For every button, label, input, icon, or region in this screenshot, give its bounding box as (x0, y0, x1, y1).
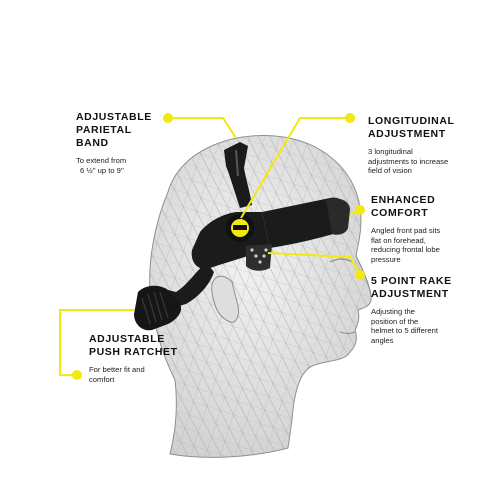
nose-line (355, 255, 372, 301)
desc-line: position of the (371, 316, 419, 326)
ear (211, 275, 239, 323)
callout-rake-title: 5 POINT RAKE ADJUSTMENT (371, 275, 452, 301)
leader-dots (72, 113, 365, 380)
desc-line: Adjusting the (371, 307, 415, 316)
rake-bracket (246, 244, 272, 271)
push-ratchet (134, 285, 182, 331)
callout-parietal-title: ADJUSTABLE PARIETAL BAND (76, 111, 152, 150)
leader-dot-comfort (355, 205, 365, 215)
title-line: ADJUSTMENT (368, 128, 446, 140)
title-line: ENHANCED (371, 194, 436, 206)
rake-point (262, 254, 266, 258)
rake-point (264, 248, 268, 252)
leader-dot-parietal (163, 113, 173, 123)
desc-line: helmet to 5 different (371, 326, 438, 336)
logo-stripe (233, 225, 247, 230)
callout-longitudinal-adjustment: LONGITUDINAL ADJUSTMENT 3 longitudinal a… (368, 115, 455, 176)
callout-enhanced-comfort: ENHANCED COMFORT Angled front pad sits f… (371, 194, 440, 264)
callout-parietal-band: ADJUSTABLE PARIETAL BAND To extend from … (76, 111, 152, 175)
callout-comfort-title: ENHANCED COMFORT (371, 194, 440, 220)
leader-parietal (169, 117, 237, 139)
desc-line: Angled front pad sits (371, 226, 441, 235)
desc-line: pressure (371, 254, 401, 264)
desc-line: For better fit and (89, 365, 145, 374)
leader-longitudinal (240, 117, 350, 219)
callout-rake-adjustment: 5 POINT RAKE ADJUSTMENT Adjusting the po… (371, 275, 452, 345)
desc-line: angles (371, 335, 394, 345)
desc-line: reducing frontal lobe (371, 245, 440, 255)
title-line: COMFORT (371, 207, 429, 219)
eye-line (329, 258, 353, 263)
callout-longitudinal-desc: 3 longitudinal adjustments to increase f… (368, 147, 455, 176)
desc-line: 3 longitudinal (368, 147, 413, 156)
rake-point (254, 254, 258, 258)
callout-parietal-desc: To extend from 6 ½'' up to 9'' (76, 156, 152, 175)
callout-push-ratchet: ADJUSTABLE PUSH RATCHET For better fit a… (89, 333, 178, 384)
desc-line: 6 ½'' up to 9'' (80, 165, 124, 175)
forehead-pad (326, 198, 350, 235)
callout-longitudinal-title: LONGITUDINAL ADJUSTMENT (368, 115, 455, 141)
title-line: PARIETAL (76, 124, 132, 136)
title-line: ADJUSTMENT (371, 288, 449, 300)
rake-point (250, 248, 254, 252)
title-line: ADJUSTABLE (89, 333, 165, 345)
title-line: PUSH RATCHET (89, 346, 178, 358)
leader-rake (267, 252, 361, 276)
title-line: BAND (76, 137, 109, 149)
leader-dot-ratchet (72, 370, 82, 380)
callout-comfort-desc: Angled front pad sits flat on forehead, … (371, 226, 440, 264)
leader-dot-rake (355, 270, 365, 280)
rake-points (250, 248, 268, 264)
desc-line: flat on forehead, (371, 235, 426, 245)
title-line: LONGITUDINAL (368, 115, 455, 127)
leader-dot-longitudinal (345, 113, 355, 123)
push-ratchet-ridges (141, 291, 169, 325)
desc-line: comfort (89, 374, 115, 384)
top-band-slot (235, 149, 239, 177)
desc-line: To extend from (76, 156, 127, 165)
leader-lines (59, 117, 361, 376)
rake-point (258, 260, 262, 264)
mouth-line (339, 331, 356, 334)
callout-rake-desc: Adjusting the position of the helmet to … (371, 307, 452, 345)
title-line: 5 POINT RAKE (371, 275, 452, 287)
desc-line: field of vision (368, 166, 412, 176)
callout-ratchet-desc: For better fit and comfort (89, 365, 178, 384)
headgear (134, 142, 350, 331)
title-line: ADJUSTABLE (76, 111, 152, 123)
desc-line: adjustments to increase (368, 156, 449, 166)
callout-ratchet-title: ADJUSTABLE PUSH RATCHET (89, 333, 178, 359)
leader-ratchet (59, 309, 134, 376)
front-band (262, 197, 345, 248)
